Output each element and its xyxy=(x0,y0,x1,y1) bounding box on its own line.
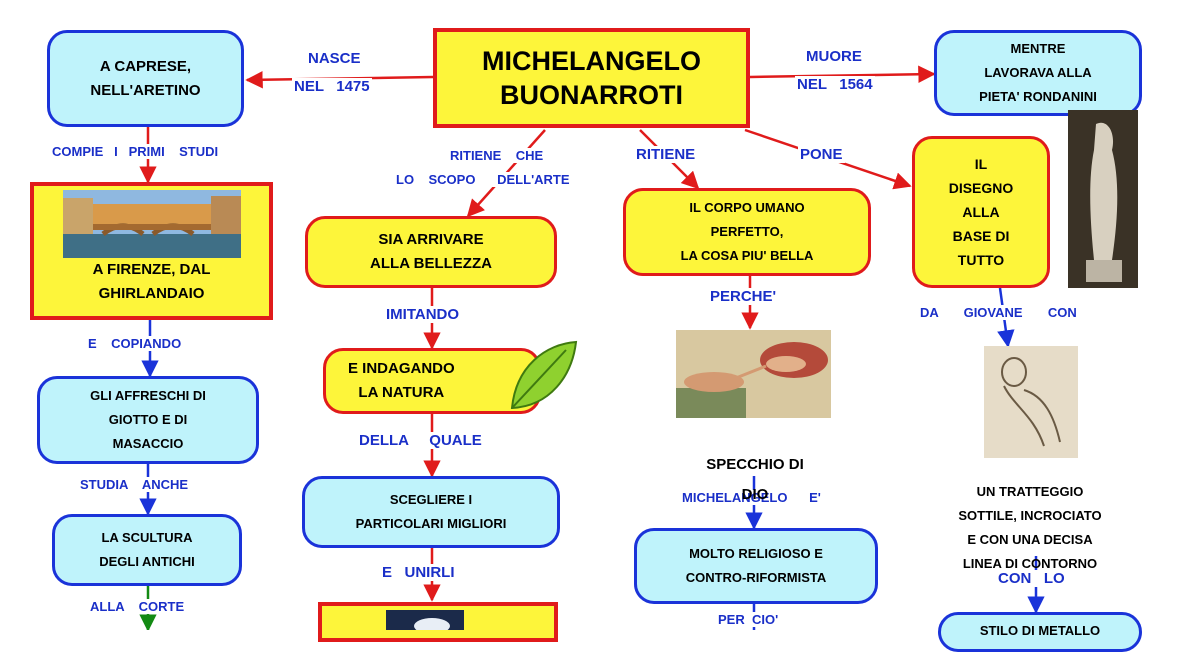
title-node: MICHELANGELO BUONARROTI xyxy=(433,28,750,128)
node-religioso: MOLTO RELIGIOSO E CONTRO-RIFORMISTA xyxy=(634,528,878,604)
label-nel-1475: NEL 1475 xyxy=(292,78,372,95)
node-scultura-text: LA SCULTURA DEGLI ANTICHI xyxy=(99,530,195,569)
label-studia: STUDIA ANCHE xyxy=(78,477,191,492)
label-con-lo: CON LO xyxy=(996,570,1067,587)
node-scegliere: SCEGLIERE I PARTICOLARI MIGLIORI xyxy=(302,476,560,548)
node-stilo-text: STILO DI METALLO xyxy=(979,623,1101,638)
creation-of-adam-image xyxy=(676,330,831,418)
label-muore: MUORE xyxy=(804,48,864,65)
sketch-figure-icon xyxy=(984,346,1078,458)
unicorn-image xyxy=(386,610,464,630)
page-title: MICHELANGELO BUONARROTI xyxy=(482,46,701,110)
node-scultura: LA SCULTURA DEGLI ANTICHI xyxy=(52,514,242,586)
label-perche: PERCHE' xyxy=(708,288,779,305)
node-bellezza-text: SIA ARRIVARE ALLA BELLEZZA xyxy=(370,231,492,272)
node-natura-text: E INDAGANDO LA NATURA xyxy=(348,360,455,401)
label-ritiene: RITIENE xyxy=(634,146,698,163)
label-compie: COMPIE I PRIMI STUDI xyxy=(50,144,221,159)
node-scegliere-text: SCEGLIERE I PARTICOLARI MIGLIORI xyxy=(355,492,507,531)
node-corpo-text: IL CORPO UMANO PERFETTO, LA COSA PIU' BE… xyxy=(680,200,814,263)
label-nasce: NASCE xyxy=(306,50,363,67)
leaf-icon xyxy=(510,340,578,410)
node-bellezza: SIA ARRIVARE ALLA BELLEZZA xyxy=(305,216,557,288)
ponte-vecchio-icon xyxy=(63,190,241,258)
ponte-vecchio-image xyxy=(63,190,241,258)
node-morte-text: MENTRE LAVORAVA ALLA PIETA' RONDANINI xyxy=(979,41,1097,104)
node-morte: MENTRE LAVORAVA ALLA PIETA' RONDANINI xyxy=(934,30,1142,116)
node-natura: E INDAGANDO LA NATURA xyxy=(323,348,541,414)
label-corte: ALLA CORTE xyxy=(88,599,187,614)
label-ritiene-che: RITIENE CHE xyxy=(448,148,546,163)
label-pone: PONE xyxy=(798,146,845,163)
label-copiando: E COPIANDO xyxy=(86,336,184,351)
unicorn-icon xyxy=(414,618,450,630)
label-da-giovane: DA GIOVANE CON xyxy=(918,305,1079,320)
label-per-cio: PER CIO' xyxy=(716,612,781,627)
label-michelangelo-e: MICHELANGELO E' xyxy=(680,490,823,505)
creation-of-adam-icon xyxy=(676,330,831,418)
node-caprese: A CAPRESE, NELL'ARETINO xyxy=(47,30,244,127)
node-caprese-text: A CAPRESE, NELL'ARETINO xyxy=(90,57,201,99)
sketch-image xyxy=(984,346,1078,458)
node-affreschi-text: GLI AFFRESCHI DI GIOTTO E DI MASACCIO xyxy=(90,388,206,451)
label-della-quale: DELLA QUALE xyxy=(357,432,484,449)
specchio-di-dio: SPECCHIO DI DIO xyxy=(680,420,830,510)
node-stilo: STILO DI METALLO xyxy=(938,612,1142,652)
node-disegno: IL DISEGNO ALLA BASE DI TUTTO xyxy=(912,136,1050,288)
node-religioso-text: MOLTO RELIGIOSO E CONTRO-RIFORMISTA xyxy=(685,546,827,585)
node-corpo: IL CORPO UMANO PERFETTO, LA COSA PIU' BE… xyxy=(623,188,871,276)
label-scopo: LO SCOPO DELL'ARTE xyxy=(394,172,572,187)
pieta-statue-icon xyxy=(1068,110,1138,288)
tratteggio-text-block: UN TRATTEGGIO SOTTILE, INCROCIATO E CON … xyxy=(920,456,1140,576)
node-disegno-text: IL DISEGNO ALLA BASE DI TUTTO xyxy=(948,156,1014,268)
label-unirli: E UNIRLI xyxy=(380,564,457,581)
specchio-text: SPECCHIO DI DIO xyxy=(706,456,804,503)
label-nel-1564: NEL 1564 xyxy=(795,76,875,93)
label-imitando: IMITANDO xyxy=(384,306,462,323)
pieta-rondanini-image xyxy=(1068,110,1138,288)
node-firenze-text: A FIRENZE, DAL GHIRLANDAIO xyxy=(92,261,211,302)
node-affreschi: GLI AFFRESCHI DI GIOTTO E DI MASACCIO xyxy=(37,376,259,464)
tratteggio-text: UN TRATTEGGIO SOTTILE, INCROCIATO E CON … xyxy=(958,484,1102,571)
